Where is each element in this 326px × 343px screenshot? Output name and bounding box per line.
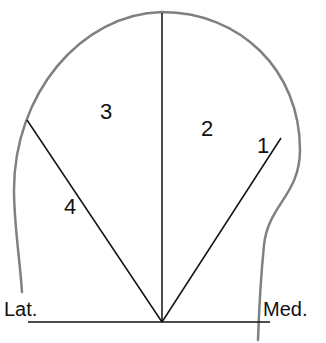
sector-number: 4 — [64, 197, 76, 217]
side-label: Lat. — [4, 299, 37, 319]
sector-line — [162, 138, 281, 322]
head-outline — [14, 12, 300, 340]
sector-number: 3 — [100, 102, 112, 122]
sector-number: 1 — [257, 136, 269, 156]
side-label: Med. — [263, 299, 307, 319]
base-line — [28, 321, 270, 323]
sector-line — [27, 120, 162, 322]
sector-number: 2 — [201, 119, 213, 139]
sector-line — [161, 13, 163, 322]
